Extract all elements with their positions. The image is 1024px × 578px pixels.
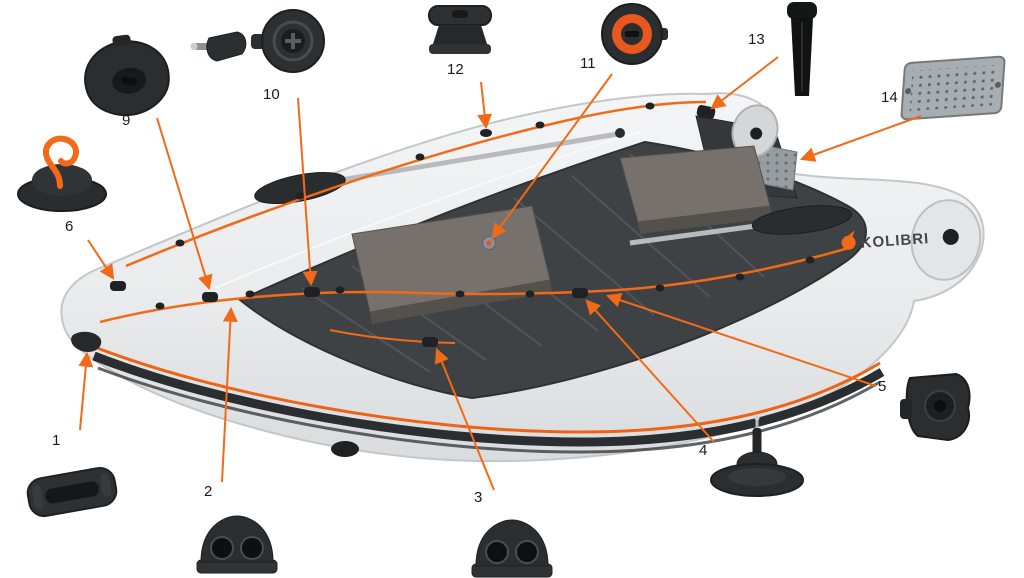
callout-arrow-3 bbox=[434, 347, 495, 491]
callout-number-14: 14 bbox=[881, 89, 898, 106]
floor-valve bbox=[482, 236, 496, 250]
oarlock-bracket-icon bbox=[471, 519, 553, 578]
boat-illustration: KOLIBRI bbox=[60, 92, 985, 463]
callout-number-9: 9 bbox=[122, 112, 131, 129]
hull-stripe-black bbox=[92, 351, 885, 447]
oarlock-bracket-icon bbox=[196, 515, 278, 574]
orange-valve-icon bbox=[601, 3, 668, 65]
transom-plate-icon bbox=[900, 55, 1006, 121]
oar-grip-icon bbox=[787, 2, 817, 96]
oar-stern bbox=[629, 205, 853, 246]
callout-arrows bbox=[78, 56, 922, 491]
callout-number-1: 1 bbox=[52, 432, 61, 449]
callout-number-3: 3 bbox=[474, 489, 483, 506]
carry-handle-icon bbox=[26, 467, 118, 517]
hull-stripe-thin bbox=[97, 366, 881, 454]
callout-arrow-10 bbox=[297, 97, 318, 287]
callout-number-13: 13 bbox=[748, 31, 765, 48]
tube-cap-icon bbox=[428, 5, 492, 54]
oar-far bbox=[254, 128, 625, 204]
brand-logo-text: KOLIBRI bbox=[860, 230, 930, 252]
callout-arrow-2 bbox=[221, 306, 238, 483]
callout-number-12: 12 bbox=[447, 61, 464, 78]
drain-valve-icon bbox=[710, 415, 804, 497]
callout-number-4: 4 bbox=[699, 442, 708, 459]
brand-logo: KOLIBRI bbox=[841, 230, 930, 252]
bow-valve-icon bbox=[84, 34, 170, 117]
callout-arrow-12 bbox=[477, 81, 493, 130]
oarlock-mount-icon bbox=[900, 372, 971, 442]
rope-hull-face bbox=[329, 329, 456, 344]
callout-arrow-5 bbox=[605, 292, 877, 387]
brand-bird-icon bbox=[841, 235, 856, 250]
tube-seam bbox=[214, 131, 641, 289]
stern-tube-end-right bbox=[910, 199, 982, 281]
round-valve-icon bbox=[251, 9, 325, 73]
callout-arrow-4 bbox=[585, 299, 715, 443]
callout-number-6: 6 bbox=[65, 218, 74, 235]
brand-bird-wing bbox=[848, 230, 855, 240]
callout-arrow-9 bbox=[156, 117, 213, 291]
hull-stripe-orange bbox=[91, 344, 881, 434]
callout-number-11: 11 bbox=[580, 55, 596, 72]
callout-arrow-14 bbox=[799, 115, 922, 162]
callout-arrow-6 bbox=[87, 239, 115, 280]
anchor-hook-icon bbox=[17, 135, 107, 212]
callout-number-5: 5 bbox=[878, 378, 887, 395]
bench-seat-rear bbox=[619, 145, 772, 234]
valve-adapter-icon bbox=[190, 31, 247, 62]
rope-grommets-far bbox=[175, 102, 655, 247]
callout-number-2: 2 bbox=[204, 483, 213, 500]
callout-number-10: 10 bbox=[263, 86, 280, 103]
bow-handle bbox=[71, 331, 102, 352]
rope-grommets-near bbox=[155, 256, 815, 310]
callout-arrow-11 bbox=[491, 73, 613, 239]
callout-arrow-13 bbox=[710, 56, 779, 110]
callout-arrow-1 bbox=[78, 351, 94, 431]
stern-tube-end-top bbox=[731, 104, 779, 158]
